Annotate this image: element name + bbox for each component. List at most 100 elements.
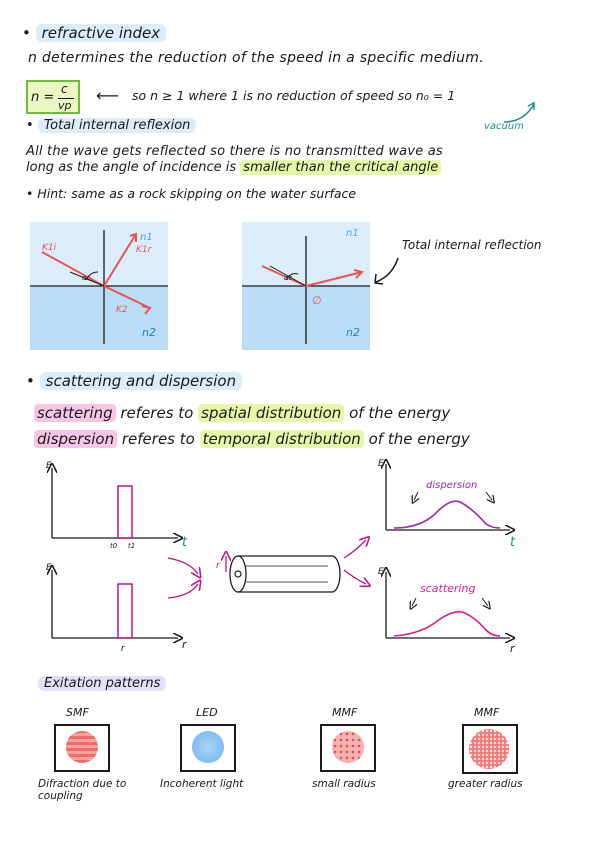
n2-label: n2 bbox=[346, 326, 360, 339]
reflected-ray bbox=[103, 233, 137, 287]
smf-spot-icon bbox=[66, 731, 98, 763]
e-label: E bbox=[46, 461, 52, 471]
scattering-word: scattering bbox=[34, 404, 116, 422]
bullet-icon: • bbox=[26, 372, 35, 390]
tir-line-1: All the wave gets reflected so there is … bbox=[26, 144, 443, 159]
t1-label: t1 bbox=[128, 542, 135, 550]
r-label: r bbox=[121, 644, 126, 654]
pattern-mmf-large: MMF greater radius bbox=[446, 706, 546, 806]
tir-heading: • Total internal reflexion bbox=[26, 118, 197, 133]
scattering-heading-text: scattering and dispersion bbox=[39, 372, 243, 390]
pattern-caption: Difraction due to coupling bbox=[38, 778, 138, 802]
arrow-out-fiber-top bbox=[343, 540, 366, 559]
n2-label: n2 bbox=[142, 326, 156, 339]
medium-n2-region bbox=[30, 286, 168, 350]
fiber-r-label: r bbox=[216, 561, 221, 571]
refractive-heading: • refractive index bbox=[22, 24, 167, 42]
pulse-diagram: E t t0 t1 E r r r E t dispersion E r sca… bbox=[46, 458, 516, 655]
led-spot-icon bbox=[192, 731, 224, 763]
medium-n1-region bbox=[30, 222, 168, 286]
formula-n: n = bbox=[31, 90, 55, 105]
dispersion-def-a: referes to bbox=[121, 430, 195, 448]
k1r-label: K1r bbox=[136, 245, 153, 255]
r-axis-label: r bbox=[182, 638, 188, 651]
tir-line-2: long as the angle of incidence is smalle… bbox=[26, 160, 442, 175]
e-label: E bbox=[46, 563, 52, 573]
scattering-definition: scattering referes to spatial distributi… bbox=[34, 404, 450, 422]
alpha-label: αc bbox=[82, 274, 91, 282]
mmf-small-spot-icon bbox=[332, 731, 364, 763]
refraction-diagram: αc n1 n2 K1i K1r K2 bbox=[30, 222, 168, 350]
t-label: t bbox=[182, 535, 188, 550]
fraction-line bbox=[58, 98, 74, 99]
formula-note: so n ≥ 1 where 1 is no reduction of spee… bbox=[132, 88, 456, 103]
r-axis-label: r bbox=[510, 642, 516, 655]
input-pulse-time bbox=[117, 485, 133, 539]
pattern-led: LED Incoherent light bbox=[160, 706, 260, 806]
scattering-label: scattering bbox=[420, 582, 475, 595]
excitation-heading-text: Exitation patterns bbox=[38, 676, 167, 691]
dispersed-pulse bbox=[393, 500, 501, 529]
incident-ray bbox=[41, 251, 105, 287]
tir-hint-text: Hint: same as a rock skipping on the wat… bbox=[37, 186, 357, 201]
k1i-label: K1i bbox=[42, 243, 57, 253]
dispersion-def-b: of the energy bbox=[368, 430, 470, 448]
mmf-large-spot-icon bbox=[469, 729, 509, 769]
scattering-def-b: of the energy bbox=[349, 404, 451, 422]
incident-ray bbox=[261, 265, 307, 287]
fiber-cylinder: r bbox=[216, 556, 341, 593]
pattern-mmf-small: MMF small radius bbox=[304, 706, 394, 806]
pattern-frame bbox=[180, 724, 236, 772]
bullet-icon: • bbox=[26, 186, 34, 201]
tir-diagram: αc ∅ n1 n2 bbox=[242, 222, 370, 350]
dispersion-definition: dispersion referes to temporal distribut… bbox=[34, 430, 470, 448]
pattern-smf: SMF Difraction due to coupling bbox=[38, 706, 128, 806]
pattern-title: LED bbox=[196, 706, 218, 719]
tir-line-2-text: long as the angle of incidence is bbox=[26, 160, 237, 175]
formula-numerator: c bbox=[61, 82, 68, 96]
e-label: E bbox=[378, 567, 384, 577]
pattern-title: SMF bbox=[66, 706, 89, 719]
temporal-highlight: temporal distribution bbox=[199, 430, 364, 448]
excitation-heading: Exitation patterns bbox=[38, 676, 167, 691]
e-label: E bbox=[378, 459, 384, 469]
n1-label: n1 bbox=[140, 232, 153, 243]
vacuum-label: vacuum bbox=[484, 121, 524, 132]
t0-label: t0 bbox=[110, 542, 118, 550]
scattered-pulse bbox=[393, 610, 501, 637]
pattern-caption: Incoherent light bbox=[160, 778, 244, 790]
pattern-caption: greater radius bbox=[448, 778, 523, 790]
tir-heading-text: Total internal reflexion bbox=[37, 118, 197, 133]
k2-label: K2 bbox=[116, 305, 128, 315]
dispersion-word: dispersion bbox=[34, 430, 118, 448]
formula-box: n = c vp bbox=[26, 80, 80, 114]
tir-hint: • Hint: same as a rock skipping on the w… bbox=[26, 186, 356, 201]
pattern-title: MMF bbox=[474, 706, 500, 719]
left-arrow-icon: ⟵ bbox=[96, 86, 119, 105]
alpha-label: αc bbox=[284, 274, 293, 282]
transmitted-ray bbox=[103, 285, 151, 309]
t-label: t bbox=[510, 535, 516, 550]
n1-label: n1 bbox=[346, 228, 359, 239]
input-pulse-space bbox=[117, 583, 133, 639]
vacuum-arrow-icon bbox=[503, 101, 535, 123]
arrow-into-fiber-bottom bbox=[167, 584, 198, 599]
spatial-highlight: spatial distribution bbox=[198, 404, 345, 422]
reflected-ray bbox=[305, 271, 363, 287]
dispersion-label: dispersion bbox=[426, 480, 477, 491]
scattering-def-a: referes to bbox=[120, 404, 194, 422]
tir-caption: Total internal reflection bbox=[402, 238, 542, 252]
pattern-title: MMF bbox=[332, 706, 358, 719]
empty-transmission-label: ∅ bbox=[312, 294, 322, 307]
tir-arrow-icon bbox=[374, 257, 399, 285]
formula-denominator: vp bbox=[58, 99, 72, 112]
bullet-icon: • bbox=[26, 118, 34, 133]
scattering-heading: • scattering and dispersion bbox=[26, 372, 243, 390]
critical-angle-highlight: smaller than the critical angle bbox=[240, 160, 442, 175]
pattern-caption-text: Difraction due to coupling bbox=[38, 778, 127, 802]
arrow-out-fiber-bottom bbox=[343, 569, 366, 584]
pattern-frame bbox=[54, 724, 110, 772]
arrow-into-fiber-top bbox=[167, 557, 198, 574]
refractive-description: n determines the reduction of the speed … bbox=[28, 50, 484, 66]
pattern-caption: small radius bbox=[312, 778, 376, 790]
